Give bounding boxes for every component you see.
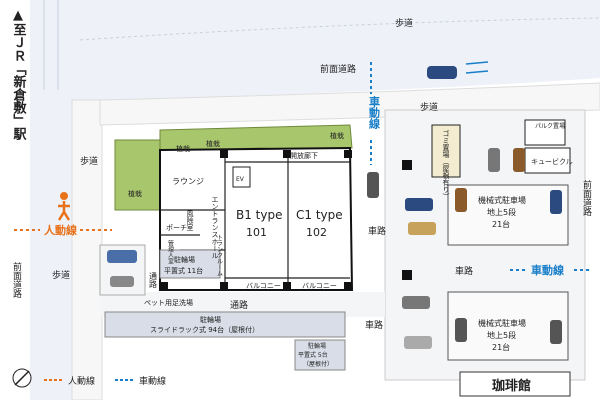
label-sidewalk-top2: 歩道 bbox=[420, 101, 438, 113]
label-porch: ポーチ bbox=[166, 224, 187, 232]
label-vehicle-flow-right: 車動線 bbox=[531, 263, 564, 277]
label-sidewalk-left: 歩道 bbox=[80, 155, 98, 167]
label-planting-1: 植栽 bbox=[206, 139, 220, 148]
label-parcel-box: パルク置場 bbox=[535, 122, 565, 130]
label-front-road-top: 前面道路 bbox=[320, 63, 356, 75]
pedestrian-icon bbox=[60, 192, 68, 200]
motorbike-note: （屋根付） bbox=[303, 360, 333, 368]
mech1-count: 21台 bbox=[492, 219, 510, 229]
cafe-label: 珈琲館 bbox=[492, 378, 531, 394]
mech2-detail: 地上5段 bbox=[487, 330, 516, 340]
label-planting-4: 植栽 bbox=[128, 189, 142, 198]
bike-parking-a-title: 駐輪場 bbox=[174, 255, 195, 264]
garbage-area bbox=[431, 124, 461, 178]
label-garbage: ゴミ置場（屋根有り） bbox=[442, 129, 450, 200]
legend-pedestrian: 人動線 bbox=[68, 375, 95, 387]
vehicle-flow-arrows bbox=[370, 61, 590, 271]
label-pedestrian-flow: 人動線 bbox=[44, 223, 77, 237]
mech-parking-2 bbox=[447, 291, 569, 361]
mech-parking-1 bbox=[447, 184, 569, 246]
label-car-road-2: 車路 bbox=[455, 265, 473, 277]
unit-type-c1: C1 type bbox=[296, 208, 343, 222]
legend-vehicle: 車動線 bbox=[139, 375, 166, 387]
label-corridor: 開放廊下 bbox=[290, 151, 318, 160]
label-sidewalk-left2: 歩道 bbox=[52, 269, 70, 281]
parcel-box-area bbox=[524, 119, 566, 146]
unit-number-101: 101 bbox=[246, 226, 267, 239]
label-vehicle-flow-vertical: 車動線 bbox=[368, 95, 381, 130]
cubicle-area bbox=[524, 147, 571, 174]
bike-rack-band bbox=[104, 311, 346, 338]
bike-parking-a-detail: 平置式 11台 bbox=[164, 266, 203, 275]
front-road-left bbox=[30, 0, 72, 400]
label-balcony-2: バルコニー bbox=[302, 282, 337, 290]
label-front-road-right: 前面道路 bbox=[581, 179, 592, 217]
motorbike-parking bbox=[294, 339, 346, 371]
unit-type-b1: B1 type bbox=[236, 208, 283, 222]
bike-rack-detail: スライドラック式 94台（屋根付） bbox=[150, 325, 259, 334]
motorbike-title: 駐輪場 bbox=[308, 342, 326, 350]
planting-left bbox=[114, 139, 161, 211]
cafe-box bbox=[459, 371, 571, 397]
station-direction: ▲至ＪＲ「新倉敷」駅 bbox=[11, 8, 28, 141]
bike-parking-a bbox=[159, 249, 221, 279]
mech1-detail: 地上5段 bbox=[487, 207, 516, 217]
mech1-title: 機械式駐車場 bbox=[478, 195, 526, 205]
label-entrance-hall: エントランスホール bbox=[211, 196, 219, 259]
label-wind-removal: 風除室 bbox=[186, 210, 194, 231]
label-passage: 通路 bbox=[230, 299, 248, 311]
mech2-count: 21台 bbox=[492, 342, 510, 352]
motorbike-detail: 平置式 5台 bbox=[298, 351, 328, 359]
unit-number-102: 102 bbox=[306, 226, 327, 239]
label-management-room: 管理人室 bbox=[167, 239, 174, 264]
compass-icon bbox=[12, 368, 32, 388]
label-balcony-1: バルコニー bbox=[246, 282, 281, 290]
pedestrian-flow-arrows bbox=[14, 192, 112, 231]
bike-rack-title: 駐輪場 bbox=[200, 315, 221, 324]
cars bbox=[107, 66, 562, 349]
label-planting-2: 植栽 bbox=[330, 131, 344, 140]
label-lounge: ラウンジ bbox=[172, 177, 204, 186]
label-ev: EV bbox=[236, 176, 245, 183]
label-pet-wash: ペット用足洗場 bbox=[144, 298, 193, 307]
front-road-top bbox=[70, 0, 600, 100]
label-front-road-left: 前面道路 bbox=[11, 261, 22, 299]
label-cubicle: キュービクル bbox=[531, 157, 573, 166]
label-planting-3: 植栽 bbox=[176, 144, 190, 153]
label-trunk-room: トランクルーム bbox=[216, 234, 223, 276]
mech2-title: 機械式駐車場 bbox=[478, 318, 526, 328]
ev-shaft bbox=[232, 166, 251, 188]
label-passage-side: 通路 bbox=[149, 271, 158, 288]
label-car-road-1: 車路 bbox=[368, 225, 386, 237]
label-sidewalk-top: 歩道 bbox=[395, 17, 413, 29]
label-car-road-3: 車路 bbox=[365, 319, 383, 331]
